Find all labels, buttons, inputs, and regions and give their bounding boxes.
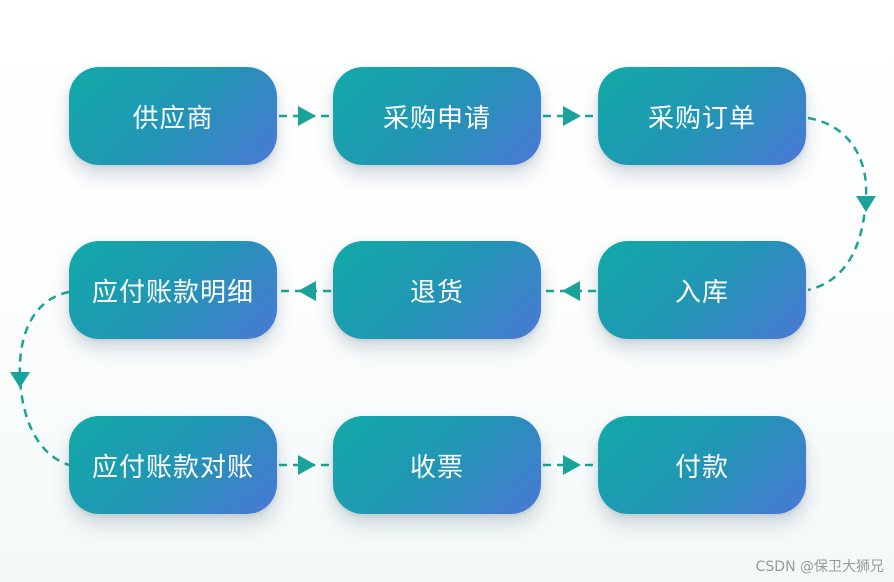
node-label: 应付账款对账 [91, 452, 254, 483]
arrowhead-invoice-to-payment [563, 455, 581, 475]
node-label: 供应商 [132, 103, 214, 134]
arrowhead-payables-detail-to-reconciliation [10, 372, 30, 388]
arrowhead-reconciliation-to-invoice [298, 455, 316, 475]
node-label: 采购申请 [382, 103, 491, 134]
arrowhead-order-to-inbound [856, 196, 876, 212]
arrow-payables-detail-to-reconciliation [18, 290, 70, 467]
node-label: 入库 [674, 277, 729, 308]
node-payables-detail: 应付账款明细 [69, 241, 277, 339]
arrowhead-purchase-request-to-order [563, 106, 581, 126]
arrowhead-inbound-to-return [562, 281, 580, 301]
node-return: 退货 [333, 241, 541, 339]
node-label: 收票 [409, 452, 464, 483]
node-payment: 付款 [598, 416, 806, 514]
node-label: 退货 [409, 277, 464, 308]
node-supplier: 供应商 [69, 67, 277, 165]
arrowhead-supplier-to-purchase-request [298, 106, 316, 126]
node-payables-reconciliation: 应付账款对账 [69, 416, 277, 514]
arrow-order-to-inbound [807, 116, 868, 292]
node-purchase-request: 采购申请 [333, 67, 541, 165]
node-label: 应付账款明细 [91, 277, 254, 308]
watermark: CSDN @保卫大狮兄 [755, 559, 884, 575]
node-label: 付款 [674, 452, 729, 483]
node-inbound: 入库 [598, 241, 806, 339]
node-receive-invoice: 收票 [333, 416, 541, 514]
arrowhead-return-to-payables-detail [298, 281, 316, 301]
node-purchase-order: 采购订单 [598, 67, 806, 165]
node-label: 采购订单 [647, 103, 756, 134]
